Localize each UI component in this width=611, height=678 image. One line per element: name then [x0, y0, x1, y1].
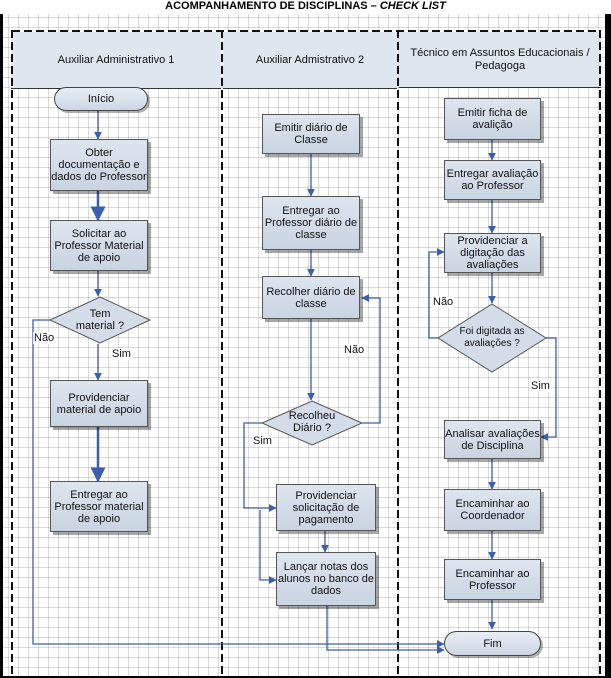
analisar-avaliacoes-step: Analisar avaliações de Disciplina — [444, 420, 541, 459]
providenciar-digitacao-step: Providenciar a digitação das avaliações — [444, 233, 541, 273]
solicitar-material-step: Solicitar ao Professor Material de apoio — [50, 220, 148, 271]
edge-label-sim-tem-material: Sim — [111, 348, 132, 360]
lane-header-aux-admin-1: Auxiliar Administrativo 1 — [11, 32, 221, 89]
edge-label-nao-tem-material: Não — [33, 332, 56, 344]
providenciar-material-step: Providenciar material de apoio — [50, 380, 148, 427]
encaminhar-coordenador-step: Encaminhar ao Coordenador — [444, 489, 541, 531]
lancar-notas-step: Lançar notas dos alunos no banco de dado… — [276, 552, 376, 606]
inicio-terminal: Início — [54, 87, 148, 111]
lane-header-aux-admin-2: Auxiliar Admistrativo 2 — [223, 32, 397, 89]
edge-label-nao-recolheu: Não — [343, 344, 366, 356]
entregar-material-step: Entregar ao Professor material de apoio — [50, 481, 148, 532]
edge-label-sim-recolheu: Sim — [252, 435, 273, 447]
emitir-ficha-step: Emitir ficha de avalição — [444, 98, 541, 140]
entregar-diario-step: Entregar ao Professor diário de classe — [262, 196, 360, 250]
edge-label-nao-digitada: Não — [432, 296, 455, 308]
emitir-diario-step: Emitir diário de Classe — [262, 114, 360, 154]
recolher-diario-step: Recolher diário de classe — [262, 276, 360, 319]
lane-dividers — [11, 30, 601, 678]
foi-digitada-diamond — [437, 303, 547, 373]
encaminhar-professor-step: Encaminhar ao Professor — [444, 559, 541, 600]
title-text: ACOMPANHAMENTO DE DISCIPLINAS – — [165, 0, 380, 12]
tem-material-diamond — [48, 296, 152, 344]
edge-label-sim-digitada: Sim — [530, 380, 551, 392]
edges — [32, 111, 557, 654]
fim-terminal: Fim — [444, 631, 541, 656]
title-italic: CHECK LIST — [379, 0, 446, 12]
diagram-title: ACOMPANHAMENTO DE DISCIPLINAS – CHECK LI… — [0, 0, 611, 14]
recolheu-diario-label: Recolheu Diário ? — [288, 410, 336, 434]
tem-material-label: Tem material ? — [75, 308, 125, 332]
obter-documentacao-step: Obter documentação e dados do Professor — [50, 139, 148, 191]
lane-header-pedagoga: Técnico em Assuntos Educacionais / Pedag… — [399, 32, 601, 88]
entregar-avaliacao-step: Entregar avaliação ao Professor — [444, 160, 541, 200]
foi-digitada-label: Foi digitada as avaliações ? — [459, 326, 525, 349]
recolheu-diario-diamond — [260, 400, 364, 446]
providenciar-pagamento-step: Providenciar solicitação de pagamento — [276, 484, 376, 531]
